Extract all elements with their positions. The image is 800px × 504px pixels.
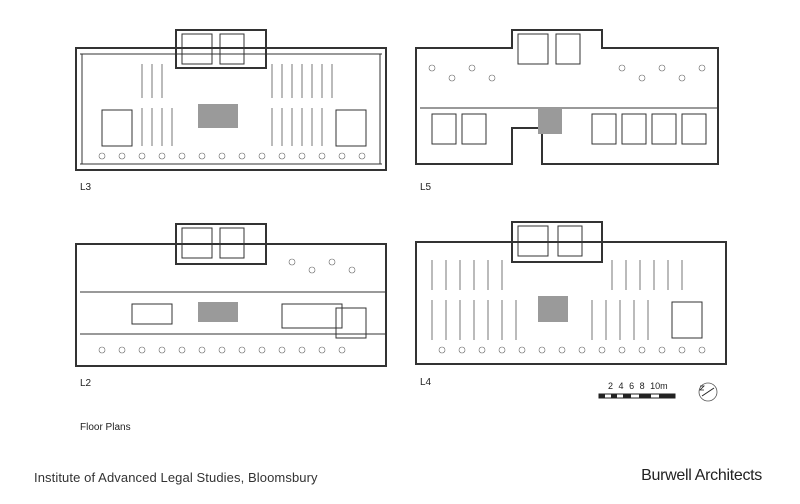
level-label-l5: L5 bbox=[420, 182, 432, 193]
brand-logo-text: Burwell Architects bbox=[641, 467, 762, 484]
floor-plan-l3 bbox=[72, 28, 394, 178]
floor-plan-l4-drawing bbox=[415, 221, 727, 365]
floor-plan-l4 bbox=[412, 220, 734, 370]
scale-tick: 2 bbox=[608, 381, 614, 391]
level-label-l3: L3 bbox=[80, 182, 92, 193]
level-label-l2: L2 bbox=[80, 378, 92, 389]
project-title: Institute of Advanced Legal Studies, Blo… bbox=[34, 470, 318, 485]
floor-plan-l2-drawing bbox=[75, 223, 387, 367]
scale-bar-ticks: 2 4 6 8 10m bbox=[608, 381, 668, 391]
scale-tick: 6 bbox=[629, 381, 635, 391]
caption-floor-plans: Floor Plans bbox=[80, 422, 131, 433]
scale-tick: 8 bbox=[639, 381, 645, 391]
floor-plan-l5 bbox=[412, 28, 730, 173]
scale-bar bbox=[597, 379, 677, 408]
floor-plan-l3-drawing bbox=[75, 29, 387, 171]
scale-tick: 10m bbox=[650, 381, 668, 391]
north-arrow-icon bbox=[696, 380, 720, 409]
scale-tick: 4 bbox=[618, 381, 624, 391]
floor-plan-l2 bbox=[72, 222, 394, 372]
floor-plan-l5-drawing bbox=[415, 29, 719, 165]
level-label-l4: L4 bbox=[420, 377, 432, 388]
